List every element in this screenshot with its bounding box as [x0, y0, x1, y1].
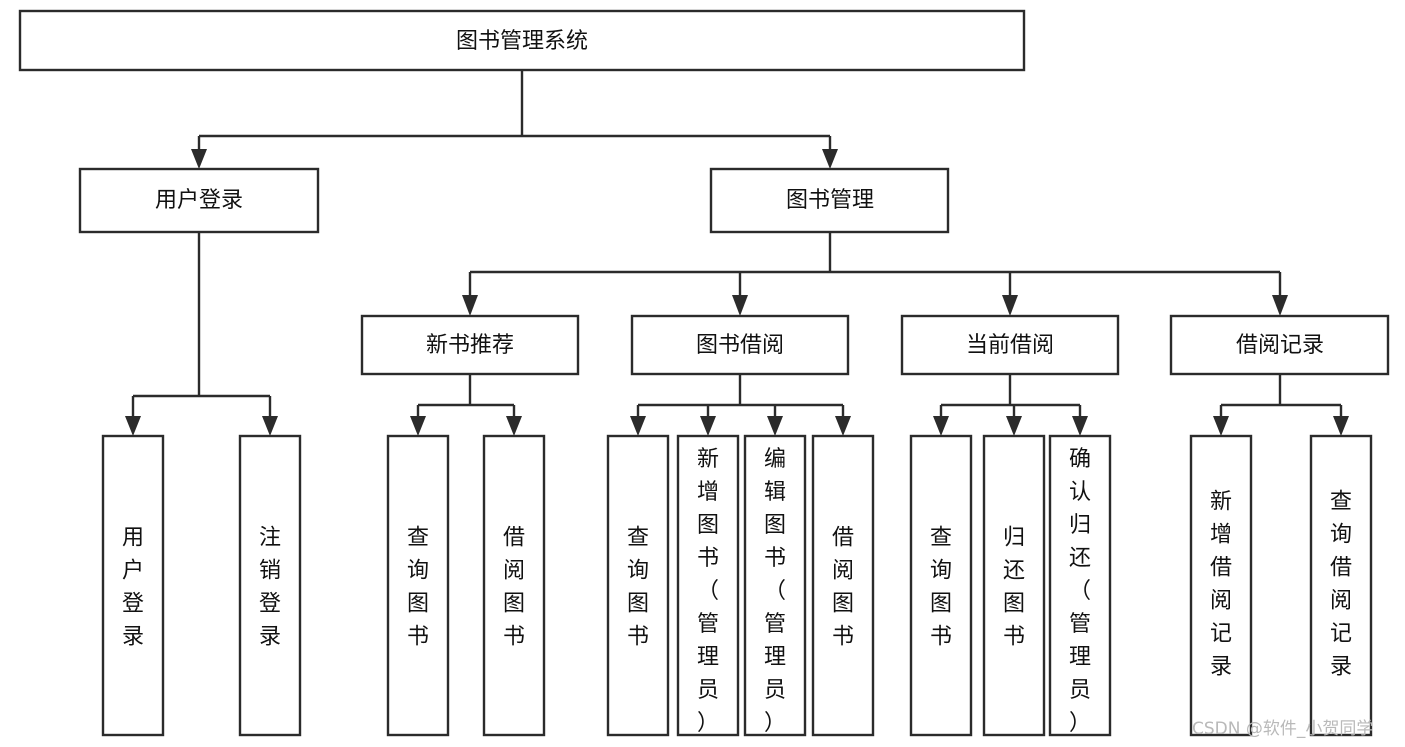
node-leaf-add-book-label: 新增图书（管理员） [697, 447, 719, 736]
node-leaf-borrow-book-1-box[interactable] [482, 434, 546, 737]
node-leaf-query-book-2-box[interactable] [606, 434, 670, 737]
node-leaf-query-record-box[interactable] [1309, 434, 1373, 737]
arrowhead-to-leaf-query-book-3 [933, 416, 949, 436]
node-root-label: 图书管理系统 [456, 29, 588, 54]
arrowhead-to-leaf-return-book [1006, 416, 1022, 436]
node-borrow-record-box[interactable] [1169, 314, 1390, 376]
node-leaf-edit-book-label: 编辑图书（管理员） [764, 447, 786, 736]
node-leaf-borrow-book-2-box[interactable] [811, 434, 875, 737]
node-leaf-query-record-label: 查询借阅记录 [1330, 490, 1352, 680]
node-leaf-query-book-2[interactable]: 查询图书 [606, 434, 670, 737]
node-leaf-query-book-3[interactable]: 查询图书 [909, 434, 973, 737]
node-book-borrow-label: 图书借阅 [696, 333, 784, 358]
node-leaf-user-login[interactable]: 用户登录 [101, 434, 165, 737]
arrowhead-to-leaf-query-record [1333, 416, 1349, 436]
node-borrow-record[interactable]: 借阅记录 [1169, 314, 1390, 376]
node-current-borrow-label: 当前借阅 [966, 333, 1054, 358]
node-leaf-borrow-book-1-label: 借阅图书 [503, 526, 525, 650]
arrowhead-to-leaf-add-book [700, 416, 716, 436]
arrowhead-to-leaf-edit-book [767, 416, 783, 436]
arrowhead-to-leaf-borrow-book-2 [835, 416, 851, 436]
arrowhead-to-book-borrow [732, 295, 748, 316]
node-leaf-edit-book-box[interactable] [743, 434, 807, 737]
leaf-node-layer: 用户登录 注销登录 查询图书 借阅图书 查询图书 新增图书（管理员） 编辑图书（管理员） 借阅… [101, 434, 1373, 737]
node-user-login-label: 用户登录 [155, 188, 243, 213]
arrowhead-to-borrow-record [1272, 295, 1288, 316]
node-leaf-add-book-box[interactable] [676, 434, 740, 737]
arrowhead-to-user-login [191, 149, 207, 169]
node-new-book-recommend-box[interactable] [360, 314, 580, 376]
arrowhead-to-book-manage [822, 149, 838, 169]
node-current-borrow[interactable]: 当前借阅 [900, 314, 1120, 376]
connector-current-borrow-trunk [939, 374, 1082, 418]
node-book-manage-box[interactable] [709, 167, 950, 234]
node-leaf-return-book-label: 归还图书 [1003, 526, 1025, 650]
node-book-borrow-box[interactable] [630, 314, 850, 376]
node-leaf-add-book[interactable]: 新增图书（管理员） [676, 434, 740, 737]
node-borrow-record-label: 借阅记录 [1236, 333, 1324, 358]
node-leaf-add-record[interactable]: 新增借阅记录 [1189, 434, 1253, 737]
csdn-watermark: CSDN @软件_小贺同学 [1192, 719, 1373, 739]
arrowhead-to-leaf-user-login [125, 416, 141, 436]
node-leaf-confirm-return-box[interactable] [1048, 434, 1112, 737]
arrowhead-to-leaf-logout [262, 416, 278, 436]
node-leaf-borrow-book-2-label: 借阅图书 [832, 526, 854, 650]
node-user-login[interactable]: 用户登录 [78, 167, 320, 234]
arrowhead-to-current-borrow [1002, 295, 1018, 316]
node-root-box[interactable] [18, 9, 1026, 72]
node-leaf-add-record-box[interactable] [1189, 434, 1253, 737]
node-current-borrow-box[interactable] [900, 314, 1120, 376]
node-book-manage-label: 图书管理 [786, 188, 874, 213]
node-book-manage[interactable]: 图书管理 [709, 167, 950, 234]
node-leaf-query-book-2-label: 查询图书 [627, 526, 649, 650]
arrowhead-to-leaf-query-book-1 [410, 416, 426, 436]
node-new-book-recommend[interactable]: 新书推荐 [360, 314, 580, 376]
node-leaf-logout-box[interactable] [238, 434, 302, 737]
connector-user-login-trunk [131, 232, 272, 418]
arrowhead-to-leaf-borrow-book-1 [506, 416, 522, 436]
node-leaf-query-record[interactable]: 查询借阅记录 [1309, 434, 1373, 737]
node-leaf-return-book-box[interactable] [982, 434, 1046, 737]
node-group: 图书管理系统 用户登录 图书管理 新书推荐 图书借阅 当前借阅 借阅记录 [18, 9, 1390, 737]
node-leaf-logout-label: 注销登录 [259, 526, 281, 650]
connector-group [125, 70, 1349, 436]
connector-new-book-recommend-trunk [416, 374, 516, 418]
node-leaf-edit-book[interactable]: 编辑图书（管理员） [743, 434, 807, 737]
node-leaf-query-book-1-box[interactable] [386, 434, 450, 737]
node-leaf-user-login-label: 用户登录 [122, 526, 144, 650]
arrowhead-to-leaf-add-record [1213, 416, 1229, 436]
node-leaf-query-book-1[interactable]: 查询图书 [386, 434, 450, 737]
connector-root-trunk [197, 70, 832, 151]
node-leaf-query-book-3-box[interactable] [909, 434, 973, 737]
node-leaf-query-book-1-label: 查询图书 [407, 526, 429, 650]
node-leaf-borrow-book-2[interactable]: 借阅图书 [811, 434, 875, 737]
node-new-book-recommend-label: 新书推荐 [426, 333, 514, 358]
connector-book-manage-trunk [468, 232, 1282, 297]
node-leaf-confirm-return[interactable]: 确认归还（管理员） [1048, 434, 1112, 737]
connector-borrow-record-trunk [1219, 374, 1343, 418]
arrowhead-to-new-book-recommend [462, 295, 478, 316]
node-user-login-box[interactable] [78, 167, 320, 234]
node-leaf-return-book[interactable]: 归还图书 [982, 434, 1046, 737]
node-leaf-logout[interactable]: 注销登录 [238, 434, 302, 737]
node-leaf-borrow-book-1[interactable]: 借阅图书 [482, 434, 546, 737]
node-root[interactable]: 图书管理系统 [18, 9, 1026, 72]
node-leaf-user-login-box[interactable] [101, 434, 165, 737]
arrowhead-to-leaf-query-book-2 [630, 416, 646, 436]
node-book-borrow[interactable]: 图书借阅 [630, 314, 850, 376]
connector-book-borrow-trunk [636, 374, 845, 418]
node-leaf-confirm-return-label: 确认归还（管理员） [1069, 447, 1091, 736]
node-leaf-query-book-3-label: 查询图书 [930, 526, 952, 650]
node-leaf-add-record-label: 新增借阅记录 [1210, 490, 1232, 680]
arrowhead-to-leaf-confirm-return [1072, 416, 1088, 436]
